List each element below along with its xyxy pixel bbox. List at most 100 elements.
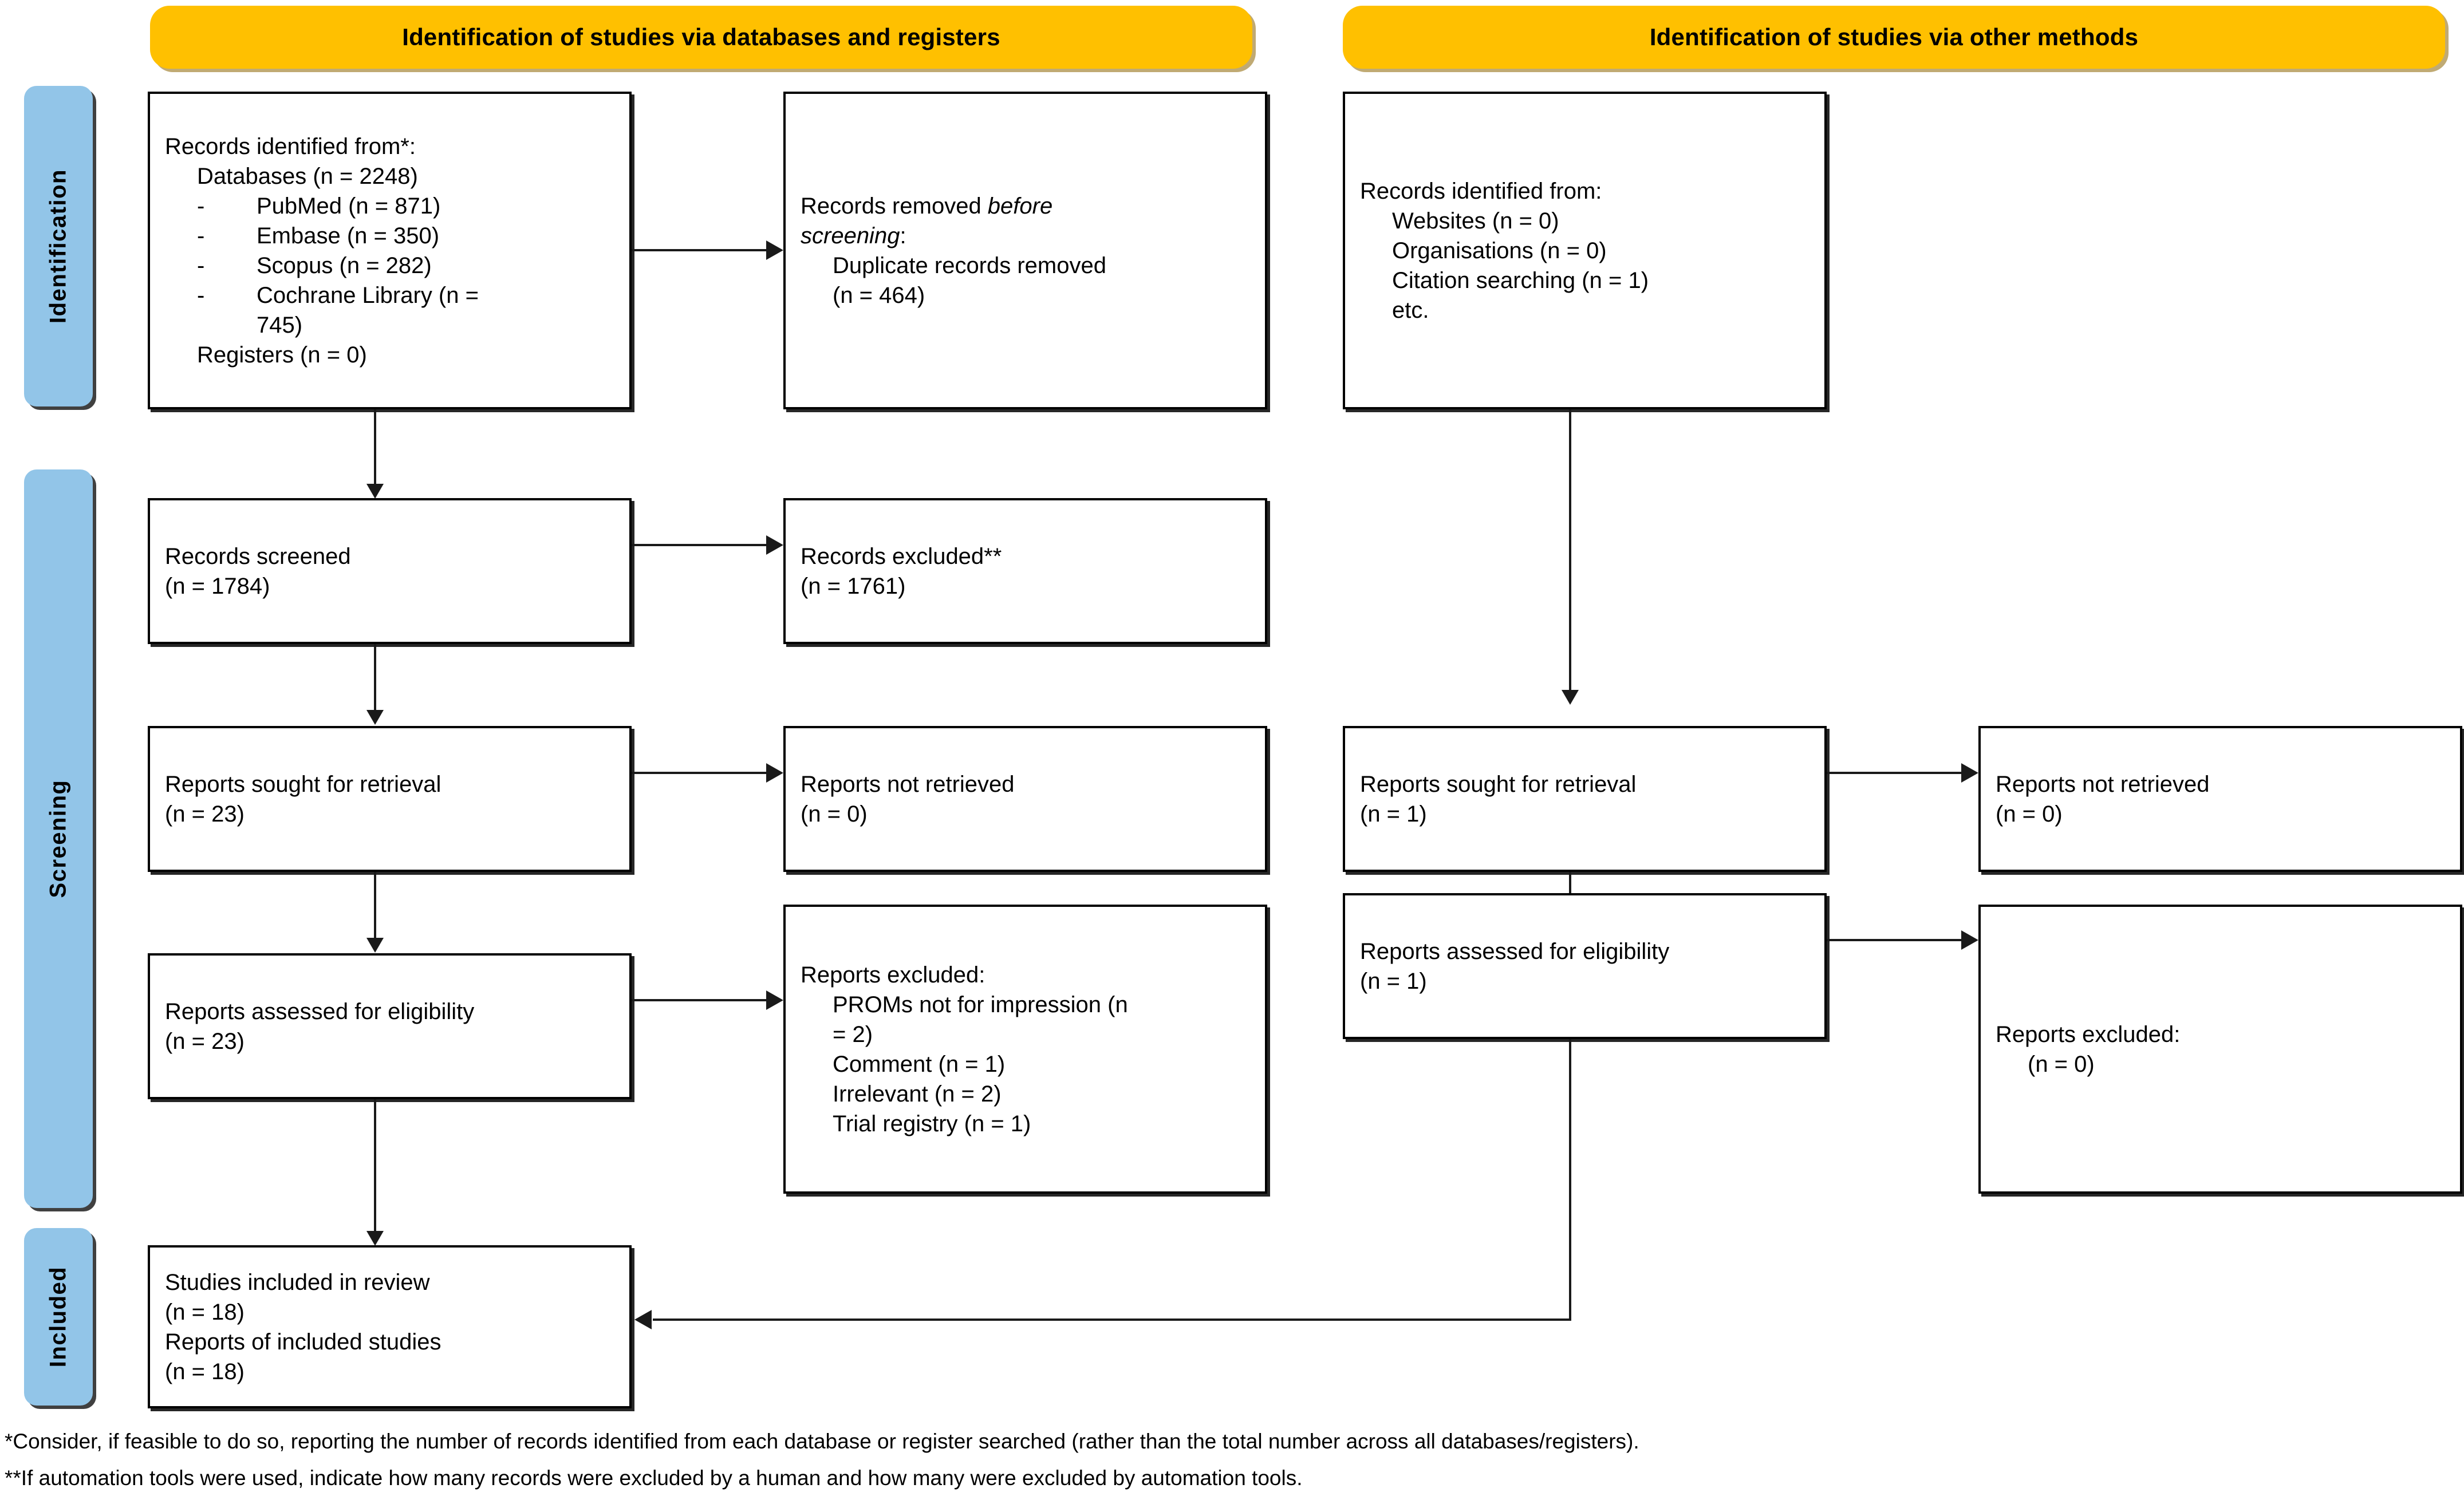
reports-not-retrieved-right-line-0: Reports not retrieved <box>1996 771 2210 797</box>
arrowhead-sought-to-notretrieved-right <box>1961 763 1978 783</box>
reports-not-retrieved-left-line-0: Reports not retrieved <box>801 771 1015 797</box>
connector-other-to-reports-sought <box>1569 409 1571 693</box>
records-identified-line-3: - Embase (n = 350) <box>197 223 440 248</box>
reports-sought-right-line-1: (n = 1) <box>1360 801 1427 827</box>
connector-identified-to-removed <box>632 249 766 251</box>
reports-sought-right-line-0: Reports sought for retrieval <box>1360 771 1637 797</box>
arrowhead-sought-to-notretrieved-left <box>766 763 783 783</box>
arrowhead-identified-to-removed <box>766 240 783 260</box>
banner-databases-and-registers: Identification of studies via databases … <box>150 6 1252 69</box>
reports-excluded-left-line-1: PROMs not for impression (n <box>833 992 1128 1017</box>
records-identified-line-4: - Scopus (n = 282) <box>197 252 432 278</box>
reports-assessed-left-line-0: Reports assessed for eligibility <box>165 998 475 1024</box>
records-removed-line-1: Records removed before <box>801 191 1250 221</box>
stage-tab-identification: Identification <box>24 86 93 406</box>
records-removed-line-4: (n = 464) <box>833 282 925 308</box>
arrowhead-assessed-to-included-left <box>366 1231 384 1246</box>
connector-assessed-to-excluded-right <box>1827 939 1961 941</box>
reports-excluded-right-line-0: Reports excluded: <box>1996 1021 2181 1047</box>
box-reports-not-retrieved-left: Reports not retrieved (n = 0) <box>783 726 1267 872</box>
box-reports-excluded-left: Reports excluded: PROMs not for impressi… <box>783 905 1267 1194</box>
arrowhead-assessed-to-excluded-left <box>766 990 783 1010</box>
records-excluded-line-0: Records excluded** <box>801 543 1002 569</box>
records-identified-line-5: - Cochrane Library (n = <box>197 282 479 308</box>
arrowhead-sought-to-assessed-left <box>366 938 384 953</box>
records-identified-other-line-0: Records identified from: <box>1360 178 1602 204</box>
records-identified-line-7: Registers (n = 0) <box>197 342 367 368</box>
reports-not-retrieved-right-line-1: (n = 0) <box>1996 801 2063 827</box>
arrowhead-other-to-reports-sought <box>1562 690 1579 705</box>
arrowhead-assessed-to-excluded-right <box>1961 930 1978 950</box>
arrowhead-screened-to-sought <box>366 710 384 725</box>
footnote-consider: *Consider, if feasible to do so, reporti… <box>5 1430 1639 1453</box>
connector-assessed-to-included-left <box>374 1099 376 1234</box>
banner-other-methods: Identification of studies via other meth… <box>1343 6 2445 69</box>
stage-tab-screening: Screening <box>24 469 93 1208</box>
connector-sought-to-notretrieved-left <box>632 772 766 774</box>
reports-assessed-right-line-0: Reports assessed for eligibility <box>1360 938 1670 964</box>
studies-included-line-0: Studies included in review <box>165 1269 430 1295</box>
records-removed-text-screening: screening <box>801 223 900 248</box>
reports-excluded-right-line-1: (n = 0) <box>2028 1051 2095 1077</box>
studies-included-line-1: (n = 18) <box>165 1299 245 1325</box>
records-screened-line-0: Records screened <box>165 543 351 569</box>
arrowhead-identified-to-screened <box>366 484 384 499</box>
records-identified-other-line-1: Websites (n = 0) <box>1392 208 1559 234</box>
reports-excluded-left-line-5: Trial registry (n = 1) <box>833 1111 1031 1136</box>
reports-sought-left-line-0: Reports sought for retrieval <box>165 771 441 797</box>
box-records-removed: Records removed before screening: Duplic… <box>783 92 1267 409</box>
box-reports-excluded-right: Reports excluded: (n = 0) <box>1978 905 2462 1194</box>
box-records-screened: Records screened (n = 1784) <box>148 498 632 644</box>
banner-other-label: Identification of studies via other meth… <box>1649 23 2139 50</box>
reports-excluded-left-line-2: = 2) <box>833 1021 873 1047</box>
box-records-identified: Records identified from*: Databases (n =… <box>148 92 632 409</box>
connector-assessed-right-horizontal <box>653 1319 1571 1321</box>
studies-included-line-2: Reports of included studies <box>165 1329 441 1355</box>
arrowhead-right-to-included <box>634 1310 652 1329</box>
connector-assessed-right-vertical <box>1569 1039 1571 1320</box>
box-reports-assessed-left: Reports assessed for eligibility (n = 23… <box>148 953 632 1099</box>
connector-sought-to-assessed-left <box>374 872 376 941</box>
records-identified-line-6: 745) <box>257 312 303 338</box>
box-reports-sought-left: Reports sought for retrieval (n = 23) <box>148 726 632 872</box>
records-identified-other-line-3: Citation searching (n = 1) <box>1392 267 1649 293</box>
records-identified-other-line-4: etc. <box>1392 297 1429 323</box>
reports-sought-left-line-1: (n = 23) <box>165 801 245 827</box>
studies-included-line-3: (n = 18) <box>165 1359 245 1384</box>
records-identified-line-0: Records identified from*: <box>165 133 416 159</box>
connector-sought-to-notretrieved-right <box>1827 772 1961 774</box>
records-removed-text-before: before <box>987 193 1053 219</box>
stage-label-identification: Identification <box>45 169 71 323</box>
reports-assessed-right-line-1: (n = 1) <box>1360 968 1427 994</box>
records-screened-line-1: (n = 1784) <box>165 573 270 599</box>
stage-label-included: Included <box>45 1266 71 1368</box>
connector-screened-to-sought <box>374 644 376 713</box>
reports-excluded-left-line-3: Comment (n = 1) <box>833 1051 1006 1077</box>
connector-identified-to-screened <box>374 409 376 487</box>
stage-tab-included: Included <box>24 1228 93 1406</box>
records-removed-line-2: screening: <box>801 221 1250 251</box>
records-identified-line-1: Databases (n = 2248) <box>197 163 418 189</box>
records-removed-text-a: Records removed <box>801 193 988 219</box>
reports-excluded-left-line-4: Irrelevant (n = 2) <box>833 1081 1002 1107</box>
records-removed-text-colon: : <box>900 223 906 248</box>
box-reports-assessed-right: Reports assessed for eligibility (n = 1) <box>1343 893 1827 1039</box>
reports-excluded-left-line-0: Reports excluded: <box>801 962 985 988</box>
reports-not-retrieved-left-line-1: (n = 0) <box>801 801 868 827</box>
arrowhead-screened-to-excluded <box>766 535 783 555</box>
stage-label-screening: Screening <box>45 779 71 898</box>
banner-databases-label: Identification of studies via databases … <box>402 23 1000 50</box>
box-records-identified-other: Records identified from: Websites (n = 0… <box>1343 92 1827 409</box>
box-records-excluded: Records excluded** (n = 1761) <box>783 498 1267 644</box>
records-identified-other-line-2: Organisations (n = 0) <box>1392 238 1607 263</box>
box-reports-not-retrieved-right: Reports not retrieved (n = 0) <box>1978 726 2462 872</box>
records-excluded-line-1: (n = 1761) <box>801 573 906 599</box>
records-identified-line-2: - PubMed (n = 871) <box>197 193 441 219</box>
connector-screened-to-excluded <box>632 544 766 546</box>
reports-assessed-left-line-1: (n = 23) <box>165 1028 245 1054</box>
box-reports-sought-right: Reports sought for retrieval (n = 1) <box>1343 726 1827 872</box>
connector-assessed-to-excluded-left <box>632 999 766 1001</box>
footnote-automation: **If automation tools were used, indicat… <box>5 1466 1303 1490</box>
records-removed-line-3: Duplicate records removed <box>833 252 1106 278</box>
